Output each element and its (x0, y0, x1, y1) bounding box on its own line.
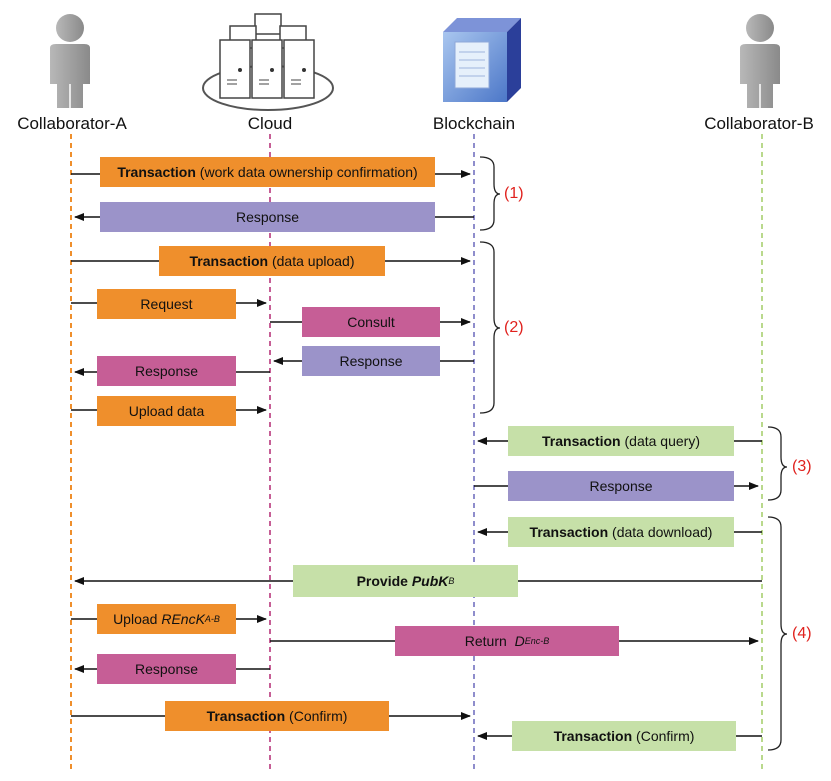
server-cloud-icon (202, 13, 334, 111)
msg-text: Request (140, 296, 193, 312)
msg-request: Request (97, 289, 236, 319)
msg-transaction-confirm-b: Transaction (Confirm) (512, 721, 736, 751)
phase-label-1: (1) (504, 185, 524, 202)
phase-label-3: (3) (792, 458, 812, 475)
phase-label-4: (4) (792, 625, 812, 642)
msg-response-4: Response (508, 471, 734, 501)
msg-rest: (data download) (608, 524, 713, 540)
msg-response-1: Response (100, 202, 435, 232)
msg-bold: Provide (356, 573, 412, 589)
msg-transaction-ownership: Transaction (work data ownership confirm… (100, 157, 435, 187)
msg-italic: PubK (411, 573, 449, 589)
msg-prefix: Return (464, 633, 515, 649)
msg-bold: Transaction (542, 433, 621, 449)
phase-2-brace (479, 241, 501, 414)
actor-label-collaborator-a: Collaborator-A (17, 114, 127, 133)
msg-transaction-upload: Transaction (data upload) (159, 246, 385, 276)
msg-subscript: Enc-B (524, 636, 550, 646)
msg-text: Response (134, 661, 199, 677)
msg-text: Upload data (128, 403, 205, 419)
msg-rest: (Confirm) (285, 708, 348, 724)
msg-transaction-download: Transaction (data download) (508, 517, 734, 547)
phase-3-brace (767, 426, 788, 501)
msg-consult: Consult (302, 307, 440, 337)
blockchain-cube-icon (443, 18, 521, 102)
phase-1-brace (479, 156, 501, 231)
msg-response-2: Response (302, 346, 440, 376)
phase-4-brace (767, 516, 788, 751)
msg-bold: Transaction (553, 728, 633, 744)
msg-rest: (work data ownership confirmation) (195, 164, 418, 180)
msg-text: Response (589, 478, 653, 494)
msg-rest: (data query) (620, 433, 700, 449)
msg-bold: PubK (412, 573, 449, 589)
msg-rest: (data upload) (268, 253, 355, 269)
msg-text: Response (235, 209, 300, 225)
person-icon (50, 14, 90, 108)
msg-text: Consult (347, 314, 395, 330)
msg-bold: Transaction (189, 253, 269, 269)
msg-bold: Transaction (529, 524, 609, 540)
msg-bold: Transaction (117, 164, 196, 180)
msg-transaction-query: Transaction (data query) (508, 426, 734, 456)
phase-label-2: (2) (504, 319, 524, 336)
person-icon (740, 14, 780, 108)
msg-text: Response (339, 353, 403, 369)
msg-upload-data: Upload data (97, 396, 236, 426)
msg-subscript: B (448, 576, 455, 586)
msg-text: Response (134, 363, 199, 379)
msg-rest: (Confirm) (632, 728, 695, 744)
msg-response-5: Response (97, 654, 236, 684)
msg-subscript: A-B (204, 614, 220, 624)
msg-italic: REncK (161, 611, 205, 627)
actor-label-cloud: Cloud (247, 114, 293, 133)
actor-label-blockchain: Blockchain (432, 114, 516, 133)
actor-label-collaborator-b: Collaborator-B (704, 114, 814, 133)
msg-italic: D (514, 633, 525, 649)
msg-prefix: Upload (113, 611, 162, 627)
msg-bold: Transaction (206, 708, 286, 724)
msg-response-3: Response (97, 356, 236, 386)
msg-transaction-confirm-a: Transaction (Confirm) (165, 701, 389, 731)
